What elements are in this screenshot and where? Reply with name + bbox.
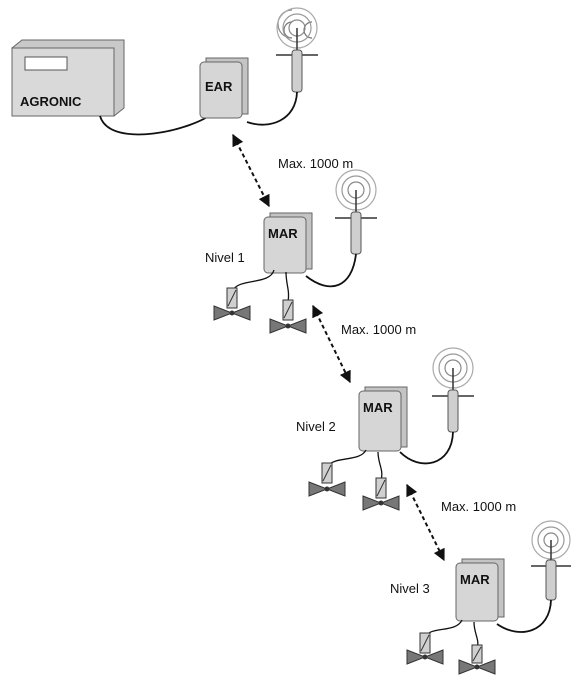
antenna-cable-3 [496, 599, 552, 633]
mar-label-3: MAR [460, 572, 490, 587]
valve-1a [213, 287, 251, 321]
distance-arrow-1 [232, 133, 270, 208]
ear-unit: EAR [199, 57, 249, 119]
mar-unit-3: MAR [455, 558, 505, 622]
antenna-level-1 [335, 169, 377, 255]
valve-2b [362, 477, 400, 511]
mar-unit-1: MAR [263, 212, 313, 274]
distance-label-2: Max. 1000 m [341, 322, 416, 337]
antenna-level-3 [531, 520, 571, 601]
valve-1b [269, 299, 307, 334]
mar-label-2: MAR [363, 400, 393, 415]
antenna-cable-2 [399, 431, 454, 465]
valve-2a [308, 462, 346, 497]
antenna-ear [276, 7, 318, 93]
ear-label: EAR [205, 79, 233, 94]
level-label-3: Nivel 3 [390, 581, 430, 596]
level-label-2: Nivel 2 [296, 419, 336, 434]
agronic-label: AGRONIC [20, 94, 82, 109]
controller-cable [99, 111, 215, 136]
valve-3a [406, 632, 444, 665]
controller-display [24, 56, 68, 71]
agronic-controller: AGRONIC [11, 39, 125, 117]
mar-label-1: MAR [268, 226, 298, 241]
distance-label-1: Max. 1000 m [278, 156, 353, 171]
distance-label-3: Max. 1000 m [441, 499, 516, 514]
mar-unit-2: MAR [358, 386, 408, 452]
antenna-cable-1 [305, 253, 357, 288]
distance-arrow-2 [312, 304, 351, 384]
valve-3b [458, 644, 496, 675]
ear-antenna-cable [246, 91, 298, 126]
level-label-1: Nivel 1 [205, 250, 245, 265]
antenna-level-2 [432, 347, 474, 433]
distance-arrow-3 [406, 483, 445, 562]
